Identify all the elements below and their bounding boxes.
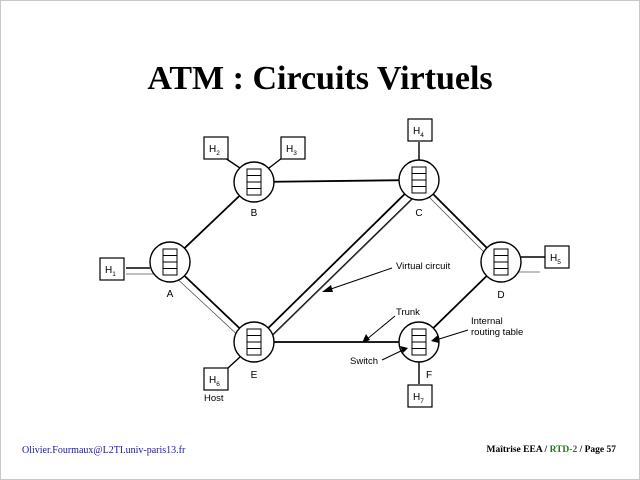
footer-module: RTD-2 — [549, 445, 578, 455]
internal-table-arrow — [435, 329, 469, 341]
switch-label-d: D — [497, 290, 504, 301]
host-h3-box — [280, 136, 306, 160]
link-h2-b — [224, 157, 241, 169]
switch-f — [398, 321, 440, 363]
host-h4-box — [407, 118, 433, 142]
routing-table-icon — [411, 166, 427, 194]
switch-c — [398, 159, 440, 201]
footer-course: Maîtrise EEA — [486, 445, 543, 455]
switch-arrowhead — [400, 346, 408, 353]
host-h7-box — [407, 384, 433, 408]
footer-page-info: Maîtrise EEA / RTD-2 / Page 57 — [486, 445, 616, 455]
trunk-label: Trunk — [396, 307, 420, 318]
virtual-circuit-label: Virtual circuit — [396, 261, 451, 272]
trunk-b-c — [253, 179, 420, 183]
switch-label-b: B — [251, 208, 258, 219]
virtual-circuit-offset — [262, 185, 426, 345]
switch-b — [233, 161, 275, 203]
routing-table-icon — [246, 168, 262, 196]
link-h3-b — [268, 157, 283, 169]
link-h6-e — [227, 356, 241, 369]
host-h1-label: H1 — [105, 265, 116, 278]
host-h2-box — [203, 136, 229, 160]
slide-title: ATM : Circuits Virtuels — [147, 60, 493, 97]
internal-label: Internal — [471, 316, 503, 327]
virtual-circuit-arrowhead — [322, 285, 333, 292]
switch-e — [233, 321, 275, 363]
host-h5-label: H5 — [550, 253, 561, 266]
host-label: Host — [204, 393, 224, 404]
host-h1-box — [99, 257, 125, 281]
footer-page-number: Page 57 — [584, 445, 616, 455]
host-h2-label: H2 — [209, 144, 220, 157]
switch-label: Switch — [350, 356, 378, 367]
footer-separator: / — [579, 445, 583, 455]
routing-table-icon — [162, 248, 178, 276]
internal-table-arrowhead — [431, 335, 439, 343]
footer-email: Olivier.Fourmaux@L2TI.univ-paris13.fr — [22, 445, 186, 456]
switch-a — [149, 241, 191, 283]
switch-label-e: E — [251, 370, 258, 381]
routing-table-label: routing table — [471, 327, 523, 338]
host-h3-label: H3 — [286, 144, 297, 157]
trunk-arrowhead — [362, 334, 370, 343]
switch-label-f: F — [426, 370, 432, 381]
switch-arrow — [381, 349, 404, 361]
host-h4-label: H4 — [413, 126, 424, 139]
routing-table-icon — [246, 328, 262, 356]
routing-table-icon — [493, 248, 509, 276]
switch-label-c: C — [415, 208, 422, 219]
host-h5-box — [544, 245, 570, 269]
routing-table-icon — [411, 328, 427, 356]
virtual-circuit-arrow — [327, 267, 393, 291]
trunk-arrow — [365, 315, 396, 341]
footer-separator: / — [544, 445, 548, 455]
host-h7-label: H7 — [413, 392, 424, 405]
trunk-e-c — [253, 179, 420, 343]
host-h6-label: H6 — [209, 375, 220, 388]
switch-label-a: A — [167, 289, 174, 300]
host-h6-box — [203, 367, 229, 391]
switch-d — [480, 241, 522, 283]
